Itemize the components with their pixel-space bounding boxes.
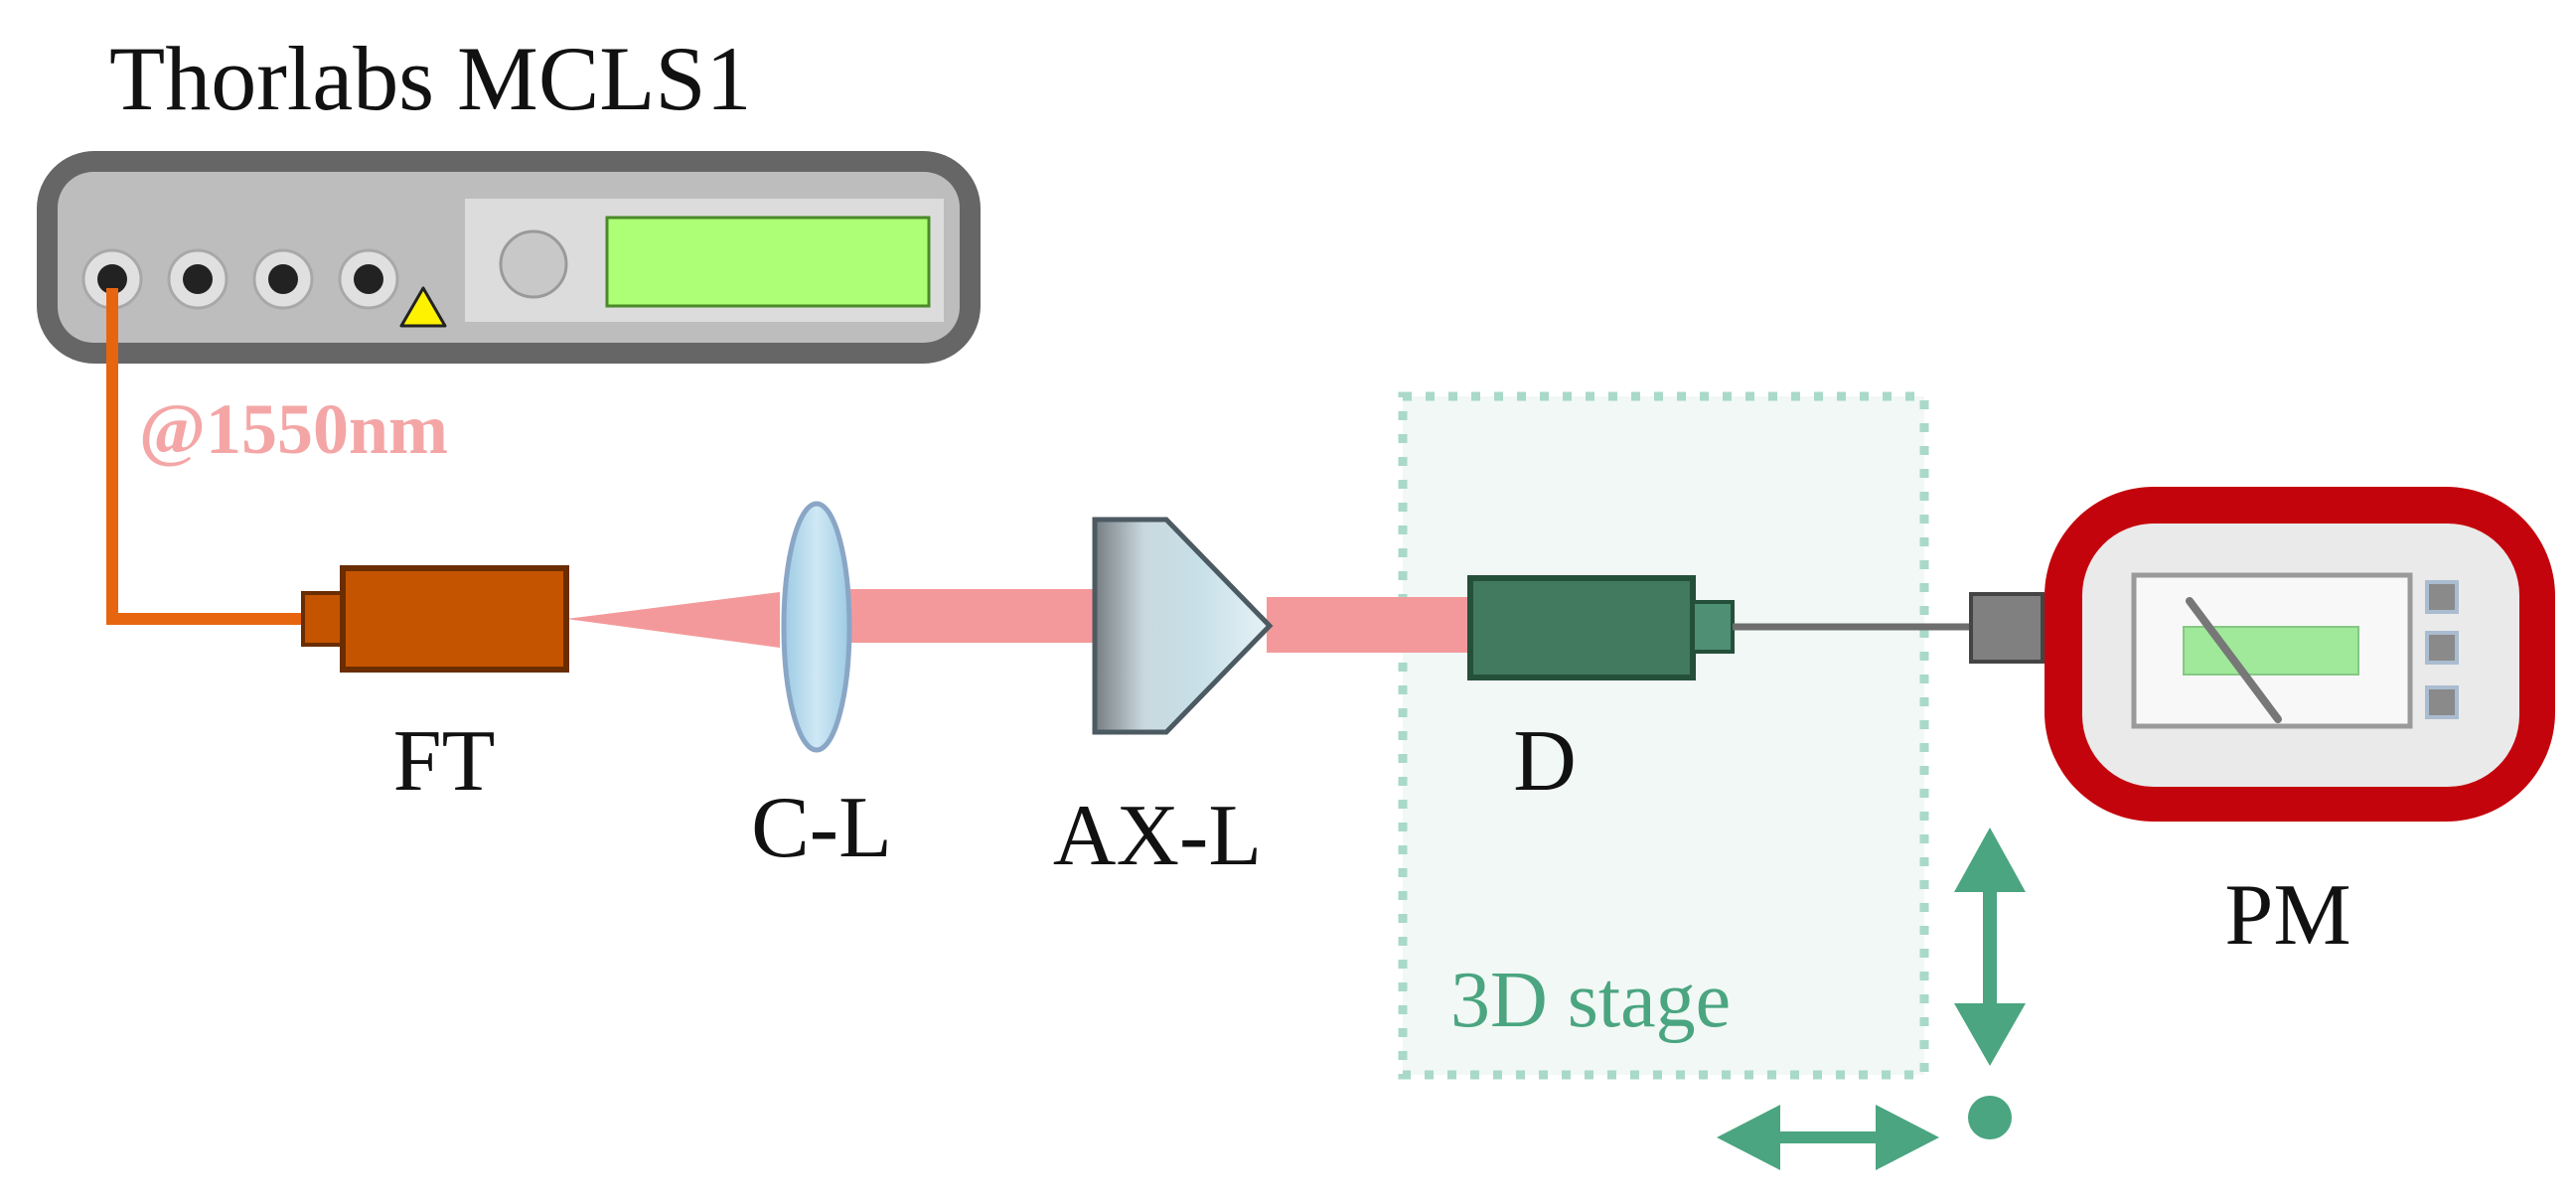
d-label: D [1513, 713, 1577, 810]
pm-button-1[interactable] [2425, 580, 2459, 614]
power-meter [1969, 487, 2555, 822]
axl-label: AX-L [1053, 788, 1262, 884]
display-screen [605, 216, 931, 308]
axicon-lens [1092, 517, 1274, 735]
collimating-lens [781, 501, 852, 753]
stage-region [1398, 391, 1929, 1080]
pm-connector [1969, 592, 2045, 664]
warning-triangle-icon [399, 286, 447, 328]
cl-label: C-L [751, 780, 892, 876]
knob-icon[interactable] [499, 229, 568, 299]
double-arrow-vertical-icon [1954, 828, 2026, 1066]
wavelength-label: @1550nm [139, 389, 448, 469]
detector [1467, 575, 1735, 680]
pm-needle [2186, 597, 2282, 723]
source-label: Thorlabs MCLS1 [109, 28, 752, 129]
fiber-terminal [301, 565, 569, 673]
pm-button-2[interactable] [2425, 631, 2459, 665]
laser-source [37, 151, 981, 364]
optical-fiber [106, 288, 303, 625]
dot-axis-icon [1968, 1096, 2012, 1139]
pm-button-3[interactable] [2425, 685, 2459, 719]
ft-label: FT [393, 713, 496, 810]
double-arrow-horizontal-icon [1717, 1105, 1939, 1170]
stage-axes [1717, 828, 2026, 1170]
stage-label: 3D stage [1450, 957, 1731, 1044]
pm-label: PM [2224, 867, 2350, 964]
laser-beam [566, 589, 1470, 653]
